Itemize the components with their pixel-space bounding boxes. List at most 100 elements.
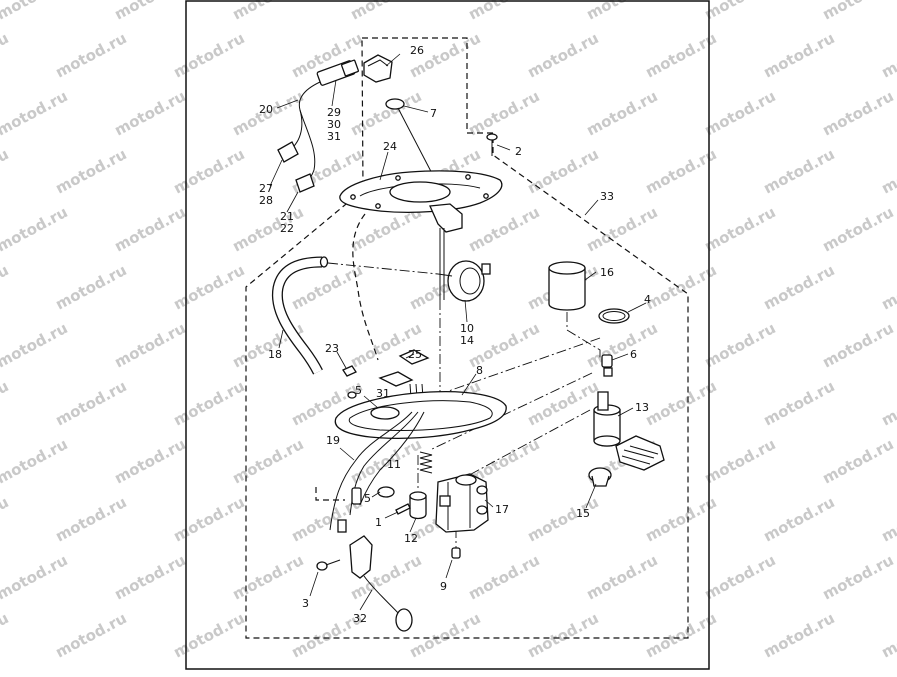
part-7-o-ring: [385, 98, 405, 110]
watermark-text: motod.ru: [111, 435, 188, 487]
watermark-text: motod.ru: [819, 0, 896, 24]
diagram-frame: [185, 0, 710, 670]
callout-25: 25: [408, 348, 422, 361]
part-26-seal-cap: [363, 54, 393, 83]
watermark-text: motod.ru: [347, 0, 424, 24]
part-strainer: [615, 435, 665, 471]
callout-26: 26: [410, 44, 424, 57]
callout-22: 22: [280, 222, 294, 235]
callout-17: 17: [495, 503, 509, 516]
watermark-text: motod.ru: [642, 29, 719, 81]
callout-21: 21: [280, 210, 294, 223]
watermark-text: motod.ru: [878, 261, 897, 313]
watermark-text: motod.ru: [878, 609, 897, 661]
leader-lines: [269, 53, 647, 611]
watermark-text: motod.ru: [642, 493, 719, 545]
part-25-connector: [378, 349, 430, 387]
callout-29: 29: [327, 106, 341, 119]
callout-15: 15: [576, 507, 590, 520]
callout-10: 10: [460, 322, 474, 335]
watermark-text: motod.ru: [52, 493, 129, 545]
part-18-hose: [271, 256, 439, 375]
part-23-tube-fitting: [342, 365, 357, 377]
watermark-text: motod.ru: [229, 551, 306, 603]
watermark-text: motod.ru: [701, 0, 778, 24]
watermark-text: motod.ru: [760, 145, 837, 197]
watermark-text: motod.ru: [760, 609, 837, 661]
callout-30: 30: [327, 118, 341, 131]
callout-4: 4: [644, 293, 651, 306]
watermark-text: motod.ru: [819, 435, 896, 487]
watermark-text: motod.ru: [170, 377, 247, 429]
watermark-text: motod.ru: [111, 0, 188, 24]
watermark-text: motod.ru: [701, 203, 778, 255]
part-17-regulator: [435, 473, 489, 533]
callout-33: 33: [600, 190, 614, 203]
callout-31-top: 31: [327, 130, 341, 143]
watermark-text: motod.ru: [111, 319, 188, 371]
watermark-text: motod.ru: [229, 0, 306, 24]
callout-8: 8: [476, 364, 483, 377]
callout-31-lower: 31: [376, 387, 390, 400]
part-8-gasket: [334, 390, 507, 439]
watermark-text: motod.ru: [701, 87, 778, 139]
callout-5-lower: 5: [364, 492, 371, 505]
watermark-text: motod.ru: [0, 29, 12, 81]
watermark-text: motod.ru: [0, 0, 71, 24]
watermark-text: motod.ru: [52, 261, 129, 313]
callout-28: 28: [259, 194, 273, 207]
centerline-filter: [566, 312, 601, 360]
callout-18: 18: [268, 348, 282, 361]
watermark-text: motod.ru: [170, 609, 247, 661]
watermark-text: motod.ru: [0, 551, 71, 603]
callout-7: 7: [430, 107, 437, 120]
watermark-text: motod.ru: [760, 29, 837, 81]
watermark-text: motod.ru: [170, 493, 247, 545]
watermark-text: motod.ru: [0, 203, 71, 255]
watermark-text: motod.ru: [170, 29, 247, 81]
watermark-text: motod.ru: [642, 377, 719, 429]
callout-11: 11: [387, 458, 401, 471]
part-10-14-level-sender: [437, 260, 491, 302]
part-3-screw: [316, 559, 341, 571]
callout-9: 9: [440, 580, 447, 593]
watermark-text: motod.ru: [878, 145, 897, 197]
watermark-text: motod.ru: [878, 377, 897, 429]
watermark-text: motod.ru: [878, 493, 897, 545]
part-1-pin: [395, 503, 411, 515]
callout-32: 32: [353, 612, 367, 625]
part-16-fuel-filter: [548, 261, 586, 311]
watermark-text: motod.ru: [0, 319, 71, 371]
assembly-outline: [245, 37, 689, 639]
watermark-text: motod.ru: [52, 29, 129, 81]
watermark-text: motod.ru: [583, 319, 660, 371]
part-6-fitting: [601, 354, 613, 377]
watermark-text: motod.ru: [642, 609, 719, 661]
hidden-tube-line: [352, 213, 379, 361]
part-4-hose-clamp: [598, 308, 630, 324]
watermark-text: motod.ru: [170, 261, 247, 313]
part-19-inner-harness: [329, 411, 425, 533]
watermark-text: motod.ru: [701, 319, 778, 371]
watermark-text: motod.ru: [170, 145, 247, 197]
watermark-text: motod.ru: [760, 377, 837, 429]
centerline-2: [429, 372, 593, 451]
watermark-text: motod.ru: [0, 145, 12, 197]
watermark-text: motod.ru: [701, 435, 778, 487]
watermark-text: motod.ru: [524, 493, 601, 545]
callout-2: 2: [515, 145, 522, 158]
watermark-text: motod.ru: [0, 609, 12, 661]
watermark-text: motod.ru: [819, 87, 896, 139]
watermark-text: motod.ru: [52, 377, 129, 429]
callout-20: 20: [259, 103, 273, 116]
watermark-text: motod.ru: [583, 0, 660, 24]
watermark-text: motod.ru: [819, 319, 896, 371]
watermark-text: motod.ru: [465, 551, 542, 603]
callout-3: 3: [302, 597, 309, 610]
watermark-text: motod.ru: [465, 0, 542, 24]
watermark-text: motod.ru: [524, 29, 601, 81]
watermark-text: motod.ru: [0, 377, 12, 429]
callout-16: 16: [600, 266, 614, 279]
callout-13: 13: [635, 401, 649, 414]
